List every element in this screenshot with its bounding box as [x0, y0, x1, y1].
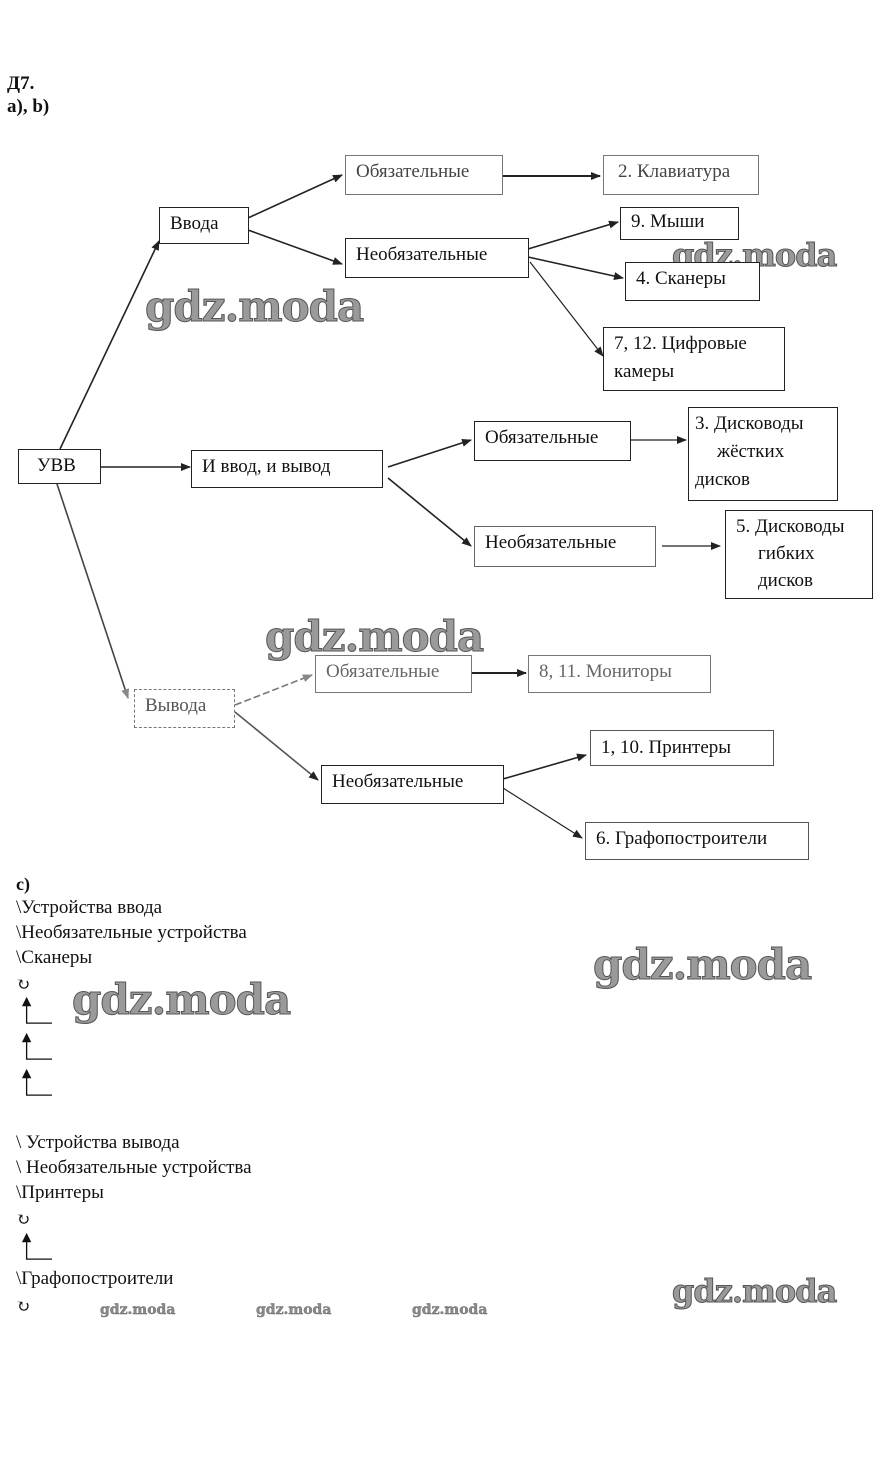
edge-io-optional [387, 477, 472, 547]
edge-plotters [502, 787, 583, 839]
node-hdd: 3. Дисководы жёстких дисков [688, 407, 838, 501]
edge-scanners [527, 256, 624, 280]
node-output-optional: Необязательные [321, 765, 504, 804]
node-cameras-line: камеры [614, 361, 675, 382]
edge-root-input [59, 240, 160, 450]
path1-line: \Устройства ввода [16, 897, 163, 918]
path2-line: \ Необязательные устройства [16, 1157, 252, 1178]
task-number: Д7. [7, 73, 35, 94]
tree-up-arrow-icon [21, 1232, 52, 1260]
refresh-icon: ↻ [16, 1297, 31, 1316]
watermark-logo: gdz.moda [592, 940, 812, 990]
tree-up-arrow-icon [21, 1068, 52, 1096]
node-hdd-line: жёстких [717, 441, 785, 462]
edge-output-optional [234, 711, 319, 781]
tree-up-arrow-icon [21, 1032, 52, 1060]
path2-line: \Принтеры [16, 1182, 104, 1203]
path1-line: \Сканеры [16, 947, 93, 968]
node-input: Ввода [159, 207, 249, 244]
node-input-mandatory: Обязательные [345, 155, 503, 195]
path2-last: \Графопостроители [16, 1268, 174, 1289]
edge-mice [527, 220, 619, 250]
part-c-label: c) [16, 874, 30, 894]
watermark-logo: gdz.moda [71, 975, 291, 1025]
node-io-mandatory: Обязательные [474, 421, 631, 461]
node-hdd-line: 3. Дисководы [695, 413, 804, 434]
edge-input-optional [247, 229, 343, 265]
watermark-logo: gdz.moda [144, 282, 364, 332]
node-fdd: 5. Дисководы гибких дисков [725, 510, 873, 599]
node-monitors: 8, 11. Мониторы [528, 655, 711, 693]
refresh-icon: ↻ [16, 1210, 31, 1229]
watermark-logo: gdz.moda [256, 1302, 332, 1318]
edge-root-output [56, 483, 129, 699]
node-input-optional: Необязательные [345, 238, 529, 278]
path2-line: \ Устройства вывода [16, 1132, 180, 1153]
watermark-logo: gdz.moda [100, 1302, 176, 1318]
edge-cameras [529, 261, 604, 357]
edge-output-mandatory [234, 674, 313, 706]
node-fdd-line: дисков [758, 570, 814, 591]
parts-ab-label: a), b) [7, 96, 50, 117]
path1-line: \Необязательные устройства [16, 922, 247, 943]
edge-printers [502, 753, 587, 780]
node-output-mandatory: Обязательные [315, 655, 472, 693]
edge-io-mandatory [387, 438, 472, 468]
watermark-logo: gdz.moda [264, 612, 484, 662]
node-output: Вывода [134, 689, 235, 728]
edge-input-mandatory [247, 174, 343, 219]
node-hdd-line: дисков [695, 469, 751, 490]
diagram-edges [56, 172, 721, 839]
watermark-logo: gdz.moda [671, 1272, 837, 1311]
node-io: И ввод, и вывод [191, 450, 383, 488]
refresh-icon: ↻ [16, 975, 31, 994]
watermark-logo: gdz.moda [412, 1302, 488, 1318]
node-fdd-line: 5. Дисководы [736, 516, 845, 537]
node-printers: 1, 10. Принтеры [590, 730, 774, 766]
node-cameras: 7, 12. Цифровые камеры [603, 327, 785, 391]
node-keyboard: 2. Клавиатура [603, 155, 759, 195]
node-plotters: 6. Графопостроители [585, 822, 809, 860]
node-cameras-line: 7, 12. Цифровые [614, 333, 747, 354]
node-mice: 9. Мыши [620, 207, 739, 240]
node-fdd-line: гибких [758, 543, 815, 564]
node-io-optional: Необязательные [474, 526, 656, 567]
node-scanners: 4. Сканеры [625, 262, 760, 301]
node-root: УВВ [18, 449, 101, 484]
tree-up-arrow-icon [21, 996, 52, 1024]
